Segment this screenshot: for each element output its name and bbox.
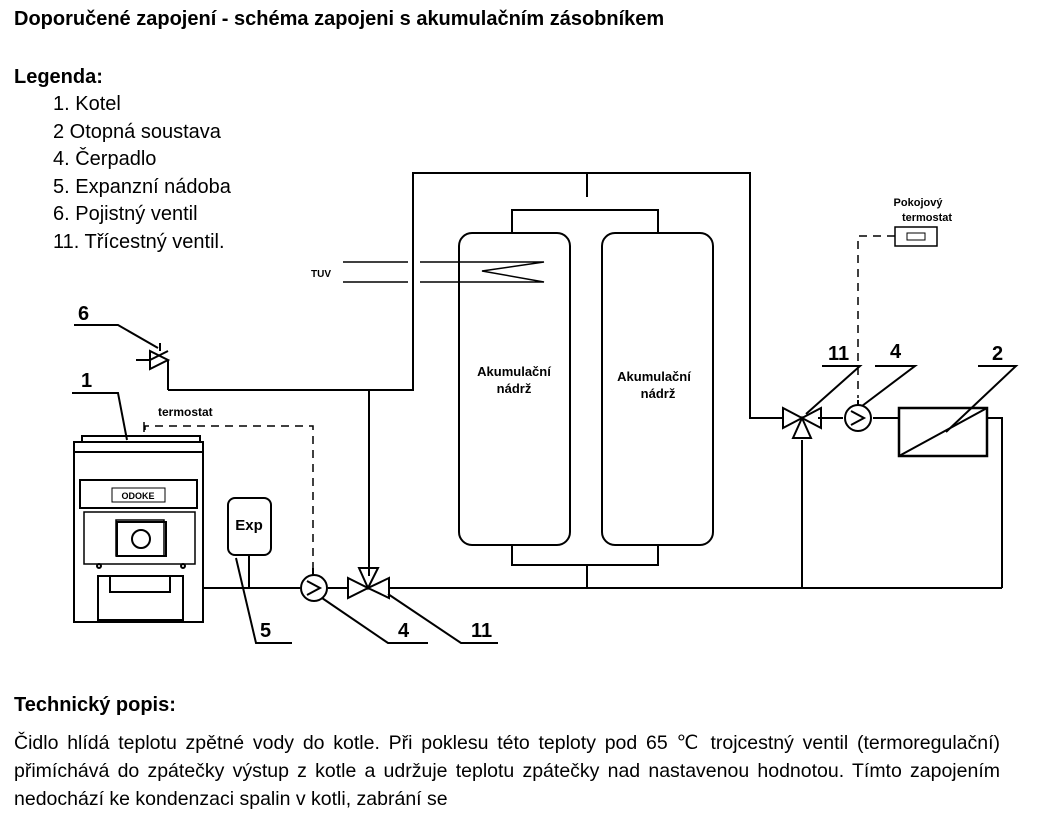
legend-item-otopna-soustava: 2 Otopná soustava	[53, 120, 221, 143]
tuv-coil: TUV	[311, 261, 545, 283]
legend-item-pojistny-ventil: 6. Pojistný ventil	[53, 203, 198, 225]
tank-left-label-line2: nádrž	[497, 381, 532, 396]
return-pipe-network	[202, 440, 1002, 589]
tank-left-label-line1: Akumulační	[477, 364, 551, 379]
tank-right-label-line1: Akumulační	[617, 369, 691, 384]
label-1: 1	[72, 370, 128, 441]
technical-description-heading: Technický popis:	[14, 694, 176, 716]
legend-item-tricestny-ventil: 11. Třícestný ventil.	[53, 230, 225, 253]
label-5: 5	[235, 557, 292, 644]
page-title: Doporučené zapojení - schéma zapojeni s …	[14, 8, 665, 30]
label-1-text: 1	[81, 370, 92, 392]
boiler: ODOKE	[73, 435, 204, 623]
legend-item-cerpadlo: 4. Čerpadlo	[53, 148, 157, 170]
safety-valve	[136, 343, 171, 371]
expansion-vessel-label: Exp	[235, 517, 263, 534]
room-thermostat-line1: Pokojový	[894, 197, 944, 209]
supply-pipe-network	[167, 172, 1003, 588]
legend-item-expanzni-nadoba: 5. Expanzní nádoba	[53, 175, 231, 198]
boiler-thermostat-label: termostat	[158, 405, 213, 419]
room-thermostat: Pokojový termostat	[894, 197, 952, 247]
accumulation-tank-right: Akumulační nádrž	[601, 232, 714, 546]
label-5-text: 5	[260, 620, 271, 642]
technical-description-text: Čidlo hlídá teplotu zpětné vody do kotle…	[14, 732, 1000, 810]
legend-title: Legenda:	[14, 66, 103, 88]
label-2-text: 2	[992, 343, 1003, 365]
label-4-bottom: 4	[321, 597, 428, 644]
label-4-right: 4	[861, 341, 918, 407]
label-6-text: 6	[78, 303, 89, 325]
heating-system-radiator	[897, 406, 989, 458]
label-11-bottom: 11	[387, 593, 498, 644]
accumulation-tank-left: Akumulační nádrž	[458, 232, 571, 546]
label-11-right: 11	[805, 343, 863, 415]
bottom-pump	[300, 568, 328, 602]
tank-right-label-line2: nádrž	[641, 386, 676, 401]
label-4-right-text: 4	[890, 341, 902, 363]
bottom-three-way-valve	[347, 567, 390, 600]
boiler-badge: ODOKE	[121, 491, 154, 501]
boiler-thermostat-wire	[144, 425, 314, 568]
room-thermostat-wire	[857, 235, 895, 398]
label-2: 2	[945, 343, 1019, 433]
label-6: 6	[74, 303, 159, 349]
expansion-vessel: Exp	[227, 497, 272, 588]
label-11-right-text: 11	[828, 343, 849, 365]
legend-item-kotel: 1. Kotel	[53, 93, 121, 115]
label-11-bottom-text: 11	[471, 620, 492, 642]
tuv-label: TUV	[311, 269, 331, 280]
right-pump	[844, 400, 872, 432]
wiring-diagram: Akumulační nádrž Akumulační nádrž TUV OD…	[72, 172, 1019, 644]
right-three-way-valve	[782, 406, 822, 439]
legend-list: 1. Kotel 2 Otopná soustava 4. Čerpadlo 5…	[53, 91, 231, 256]
room-thermostat-line2: termostat	[902, 212, 952, 224]
label-4-bottom-text: 4	[398, 620, 410, 642]
